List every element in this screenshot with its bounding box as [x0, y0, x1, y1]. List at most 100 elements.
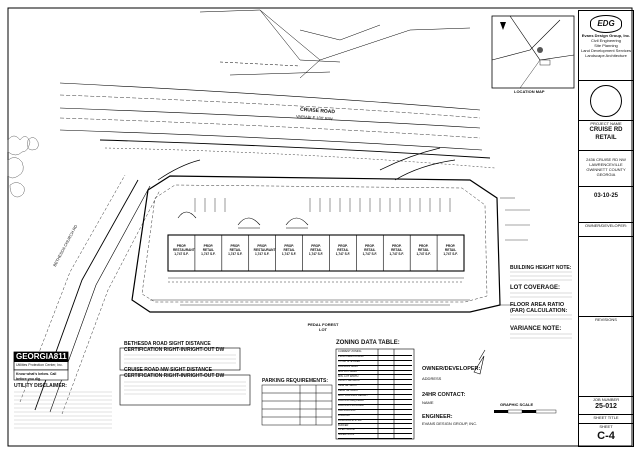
south-parking-stalls	[168, 277, 464, 283]
building-unit-line-3: 1,747 S.F.	[254, 252, 270, 256]
building-unit-line-1: PROP.	[284, 244, 294, 248]
job-number: 25-012	[595, 403, 617, 410]
zoning-table-row: ADA PARKING	[338, 409, 412, 415]
building-unit-line-1: PROP.	[311, 244, 321, 248]
zoning-table-row: LOADING	[338, 414, 412, 420]
sheet-title-label: SHEET TITLE	[593, 415, 619, 420]
project-name-line2: RETAIL	[595, 135, 617, 141]
firm-name: Evans Design Group, Inc.	[581, 33, 631, 38]
zoning-row-label: LANDSCAPE STRIP	[338, 418, 363, 422]
building-unit-line-3: 1,747 S.F.	[362, 252, 377, 256]
georgia811-callout: Know what's below. Call before you dig.	[16, 372, 57, 381]
building-unit-line-1: PROP.	[203, 244, 214, 248]
project-name-cell: PROJECT NAME CRUISE RD RETAIL	[579, 121, 633, 151]
cruise-sight-title: CRUISE ROAD NW SIGHT DISTANCE CERTIFICAT…	[124, 367, 224, 379]
dimension-lines	[150, 197, 515, 306]
note-rules	[510, 271, 572, 339]
firm-logo-mark: EDG	[597, 19, 615, 28]
zoning-row-label: PROPOSED ZONING	[338, 354, 364, 358]
parking-table-lines	[261, 384, 333, 426]
zoning-table-row: MIN. LOT AREA	[338, 370, 412, 376]
building-unit-line-2: RETAIL	[391, 248, 403, 252]
building-unit-line-2: RETAIL	[417, 248, 430, 252]
zoning-row-label: TOTAL SITE AREA	[338, 359, 361, 363]
right-callouts	[505, 209, 530, 241]
building-unit-line-1: PROP.	[338, 244, 348, 248]
building-unit-line-3: 1,747 S.F.	[389, 252, 404, 256]
zoning-table-row: OPEN SPACE	[338, 428, 412, 435]
building-unit-line-3: 1,747 S.F.	[416, 252, 431, 256]
building-unit-line-1: PROP.	[391, 244, 402, 248]
cruise-sight-title-line1: CRUISE ROAD NW SIGHT DISTANCE	[124, 367, 212, 373]
project-address: 2436 CRUISE RD NW LAWRENCEVILLE GWINNETT…	[586, 157, 626, 177]
cruise-sight-title-line2: CERTIFICATION RIGHT-IN/RIGHT-OUT DW	[124, 373, 225, 379]
zoning-table-row: FRONT SETBACK	[338, 379, 412, 386]
title-block: EDG Evans Design Group, Inc. Civil Engin…	[578, 10, 634, 447]
contact-name: NAME	[422, 400, 434, 405]
adjoining-lot-label: PEDAL FOREST LOT	[303, 322, 343, 332]
zoning-row-label: CURRENT ZONING	[338, 350, 362, 353]
owner-cell: OWNER/DEVELOPER:	[579, 223, 633, 237]
zoning-table-row: TOTAL SITE AREA	[338, 360, 412, 366]
building-unit-line-1: PROP.	[445, 244, 456, 248]
sheet-label: SHEET	[599, 424, 613, 429]
building-unit-line-3: 1,747 S.F.	[228, 252, 243, 256]
georgia811-subtitle: Utilities Protection Center, Inc.	[16, 363, 63, 367]
firm-service-4: Landscape Architecture	[585, 53, 627, 58]
firm-logo: EDG	[590, 15, 622, 33]
adjoining-lot-line1: PEDAL FOREST	[307, 322, 339, 327]
project-date: 03-10-25	[593, 193, 619, 199]
firm-cell: EDG Evans Design Group, Inc. Civil Engin…	[579, 11, 633, 81]
zoning-table-row: BUILDING AREA	[338, 365, 412, 371]
georgia811-logo-shape	[13, 351, 69, 381]
north-parking-stalls	[194, 198, 451, 212]
zoning-row-label: LOADING	[338, 413, 350, 417]
north-arrow	[473, 349, 486, 375]
sheet-number: C-4	[597, 430, 615, 442]
revisions-cell: REVISIONS	[579, 317, 633, 397]
zoning-row-label: MAX. BUILDING HEIGHT	[338, 394, 368, 398]
zoning-table-row: CURRENT ZONING	[338, 350, 412, 356]
zoning-table-row: BUFFER	[338, 424, 412, 430]
zoning-row-label: IMPERVIOUS	[338, 433, 355, 437]
professional-seal	[590, 85, 622, 117]
building-height-note-title: BUILDING HEIGHT NOTE:	[510, 265, 572, 271]
zoning-table-title: ZONING DATA TABLE:	[336, 340, 400, 346]
building-unit-line-2: RETAIL	[444, 248, 457, 252]
job-number-cell: JOB NUMBER 25-012	[579, 397, 633, 415]
zoning-table-row: PROPOSED ZONING	[338, 355, 412, 361]
building-unit-line-1: PROP.	[230, 244, 241, 248]
zoning-table-row: SIDE SETBACK	[338, 384, 412, 391]
project-name-label: PROJECT NAME	[590, 121, 622, 126]
zoning-table-row: MAX. BUILDING HEIGHT	[338, 394, 412, 400]
building-unit-line-3: 1,747 S.F.	[201, 252, 216, 256]
sheet-title-cell: SHEET TITLE	[579, 415, 633, 423]
date-cell: 03-10-25	[579, 187, 633, 223]
zoning-row-label: BUFFER	[338, 423, 349, 427]
building-unit-line-3: 1,747 S.F.	[335, 252, 351, 256]
variance-note-title: VARIANCE NOTE:	[510, 326, 562, 332]
project-name-line1: CRUISE RD	[589, 127, 623, 133]
zoning-row-label: REAR SETBACK	[338, 389, 359, 393]
upper-parcels	[199, 9, 471, 79]
adjoining-lot-line2: LOT	[319, 327, 327, 332]
zoning-table-row: PARKING REQUIRED	[338, 399, 412, 405]
utility-disclaimer-title: UTILITY DISCLAIMER:	[14, 383, 67, 389]
firm-service-2: Site Planning	[594, 43, 618, 48]
zoning-table-row: IMPERVIOUS	[338, 433, 412, 440]
owner-developer-label: OWNER/DEVELOPER:	[584, 223, 627, 228]
zoning-row-label: OPEN SPACE	[338, 428, 355, 432]
zoning-row-label: MIN. LOT WIDTH	[338, 374, 359, 378]
bethesda-sight-title-line2: CERTIFICATION RIGHT-IN/RIGHT-OUT DW	[124, 347, 225, 353]
zoning-table-row: LANDSCAPE STRIP	[338, 419, 412, 425]
zoning-table-row: REAR SETBACK	[338, 389, 412, 396]
